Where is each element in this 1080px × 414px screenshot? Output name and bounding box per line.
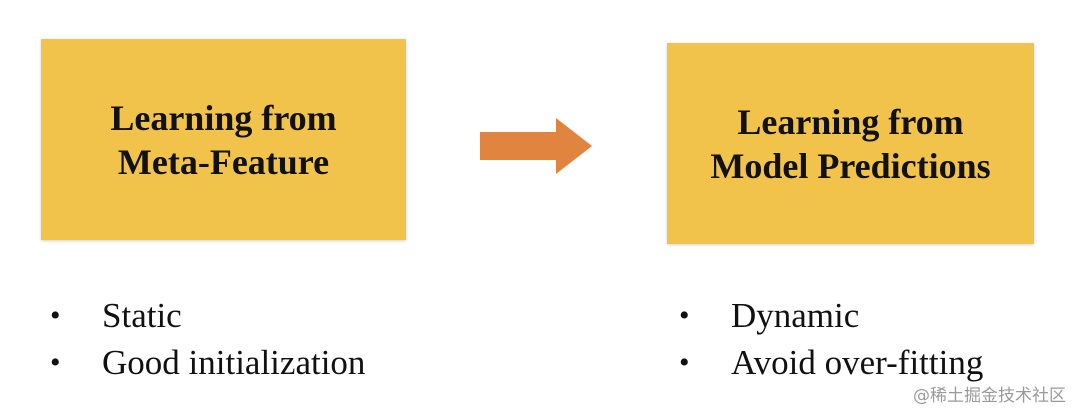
meta-feature-box: Learning from Meta-Feature <box>41 39 406 240</box>
meta-feature-title-line2: Meta-Feature <box>117 141 330 182</box>
bullet-dot: • <box>50 346 61 379</box>
model-predictions-box: Learning from Model Predictions <box>667 43 1034 244</box>
bullet-text: Avoid over-fitting <box>731 343 984 382</box>
bullet-item-avoid-over-fitting: • Avoid over-fitting <box>679 339 983 386</box>
bullet-item-good-initialization: • Good initialization <box>50 339 365 386</box>
bullet-text: Good initialization <box>102 343 366 382</box>
model-predictions-title-line1: Learning from <box>737 101 964 142</box>
bullet-item-dynamic: • Dynamic <box>679 292 983 339</box>
meta-feature-bullet-list: • Static • Good initialization <box>50 292 365 386</box>
bullet-dot: • <box>679 299 690 332</box>
watermark: @稀土掘金技术社区 <box>913 386 1066 406</box>
bullet-text: Dynamic <box>731 296 860 335</box>
bullet-item-static: • Static <box>50 292 365 339</box>
model-predictions-bullet-list: • Dynamic • Avoid over-fitting <box>679 292 983 386</box>
bullet-dot: • <box>679 346 690 379</box>
bullet-dot: • <box>50 299 61 332</box>
model-predictions-title-line2: Model Predictions <box>710 145 991 186</box>
meta-feature-title-line1: Learning from <box>110 97 337 138</box>
bullet-text: Static <box>102 296 182 335</box>
right-arrow-icon <box>480 118 592 174</box>
